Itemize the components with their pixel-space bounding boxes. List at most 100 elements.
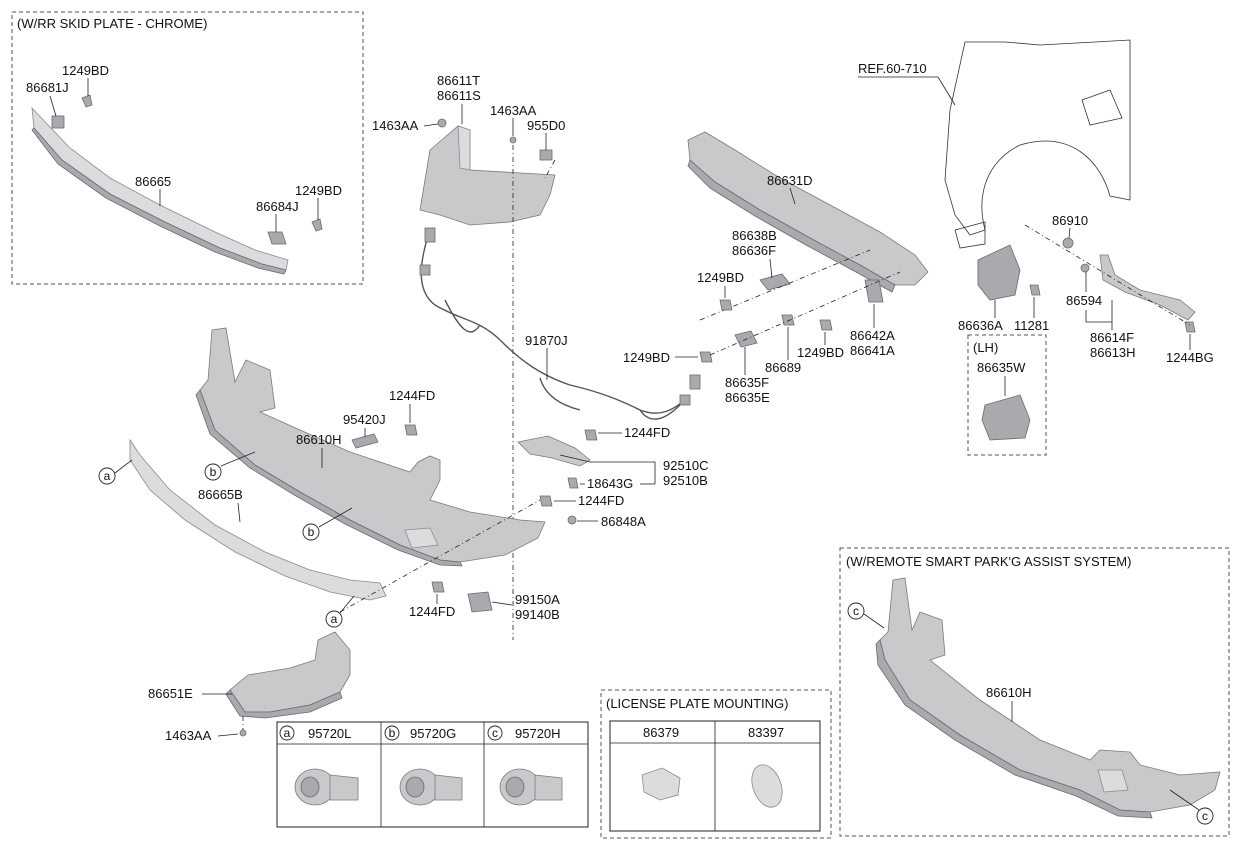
sensor-c-key: c <box>492 726 498 740</box>
label-1463aa-b: 1463AA <box>490 103 537 118</box>
sensor-b-key: b <box>389 726 396 740</box>
callout-c-top <box>847 602 865 620</box>
label-18643g: 18643G <box>587 476 633 491</box>
callout-a-bottom-text: a <box>331 612 338 626</box>
screw-1244bg <box>1184 321 1196 333</box>
license-col-1: 86379 <box>643 725 679 740</box>
skid-plate-86651e-edge <box>225 689 343 719</box>
clip-86910 <box>1062 237 1074 249</box>
label-1463aa-c: 1463AA <box>165 728 212 743</box>
rear-bumper-cover-86610h-alt <box>879 577 1221 813</box>
label-86689: 86689 <box>765 360 801 375</box>
clip-18643g <box>567 477 579 489</box>
label-92510c: 92510C <box>663 458 709 473</box>
side-garnish-flange <box>457 125 471 171</box>
label-86681j: 86681J <box>26 80 69 95</box>
label-1244bg: 1244BG <box>1166 350 1214 365</box>
label-86636a: 86636A <box>958 318 1003 333</box>
bracket-86635w <box>981 394 1031 441</box>
bracket-86642a <box>864 279 884 303</box>
label-1249bd-c: 1249BD <box>697 270 744 285</box>
sensor-bracket-99150a <box>467 591 493 613</box>
label-1249bd-b: 1249BD <box>295 183 342 198</box>
clip-1463aa-c <box>239 729 247 737</box>
label-86631d: 86631D <box>767 173 813 188</box>
label-86594: 86594 <box>1066 293 1102 308</box>
label-86635e: 86635E <box>725 390 770 405</box>
license-box-title: (LICENSE PLATE MOUNTING) <box>606 696 789 711</box>
label-86651e: 86651E <box>148 686 193 701</box>
screw-1249bd-b <box>311 218 323 232</box>
label-86610h-alt: 86610H <box>986 685 1032 700</box>
screw-1244fd-b <box>584 429 598 441</box>
label-1249bd-d: 1249BD <box>623 350 670 365</box>
callout-a-left-text: a <box>104 469 111 483</box>
body-panel-opening <box>1081 89 1123 126</box>
sensor-c-callout <box>487 725 503 741</box>
clip-955d0 <box>539 149 553 161</box>
sensor-a-key: a <box>284 726 291 740</box>
callout-c-bottom <box>1196 807 1214 825</box>
wiring-harness-91870j <box>420 229 691 420</box>
clip-86594 <box>1080 263 1090 273</box>
lh-box-title: (LH) <box>973 340 998 355</box>
callout-a-left <box>98 467 116 485</box>
clip-1463aa-b <box>509 136 517 144</box>
label-1249bd-a: 1249BD <box>62 63 109 78</box>
sensor-a-callout <box>279 725 295 741</box>
label-86642a: 86642A <box>850 328 895 343</box>
screw-1244fd-a <box>404 424 418 436</box>
body-panel-tab <box>954 221 986 249</box>
label-86665b: 86665B <box>198 487 243 502</box>
bracket-95420j <box>351 433 379 449</box>
callout-a-bottom <box>325 610 343 628</box>
label-11281: 11281 <box>1014 318 1049 333</box>
label-1244fd-a: 1244FD <box>389 388 435 403</box>
label-86684j: 86684J <box>256 199 299 214</box>
clip-86848a <box>567 515 577 525</box>
label-99140b: 99140B <box>515 607 560 622</box>
callout-b-top <box>204 463 222 481</box>
skid-plate-box-title: (W/RR SKID PLATE - CHROME) <box>17 16 207 31</box>
rear-bumper-reflector-opening <box>404 527 439 549</box>
bracket-86684j <box>267 231 287 245</box>
lh-box <box>967 334 1047 456</box>
callout-c-top-text: c <box>853 604 859 618</box>
screw-1249bd-c <box>719 299 733 311</box>
sensor-b-callout <box>384 725 400 741</box>
label-91870j: 91870J <box>525 333 568 348</box>
callout-b-bottom <box>302 523 320 541</box>
sensor-95720l <box>294 768 359 806</box>
rear-bumper-alt-lower-edge <box>875 639 1153 819</box>
label-86638b: 86638B <box>732 228 777 243</box>
label-86848a: 86848A <box>601 514 646 529</box>
sensor-95720h <box>499 768 563 806</box>
sensor-95720g <box>399 768 463 806</box>
screw-1249bd-a <box>81 94 93 108</box>
callout-c-bottom-text: c <box>1202 809 1208 823</box>
screw-1244fd-c <box>539 495 553 507</box>
label-92510b: 92510B <box>663 473 708 488</box>
side-molding-86614f <box>1099 254 1196 321</box>
bumper-beam-86631d <box>687 131 929 286</box>
chrome-skid-plate-edge <box>31 127 287 275</box>
pad-86379 <box>641 767 681 801</box>
harness-connector-4 <box>679 394 691 406</box>
bumper-lip-86665b <box>129 438 387 601</box>
label-86611t: 86611T <box>437 73 480 88</box>
side-garnish-86611t <box>419 125 556 226</box>
harness-connector-2 <box>419 264 431 276</box>
label-86610h-main: 86610H <box>296 432 342 447</box>
label-1244fd-c: 1244FD <box>578 493 624 508</box>
label-99150a: 99150A <box>515 592 560 607</box>
screw-1249bd-e <box>819 319 833 331</box>
rear-bumper-alt-opening <box>1097 769 1129 793</box>
label-1249bd-e: 1249BD <box>797 345 844 360</box>
label-955d0: 955D0 <box>527 118 565 133</box>
label-86611s: 86611S <box>437 88 481 103</box>
bumper-beam-lower <box>687 159 896 293</box>
label-95420j: 95420J <box>343 412 386 427</box>
screw-1244fd-d <box>431 581 445 593</box>
sensor-b-part: 95720G <box>410 726 456 741</box>
callout-b-top-text: b <box>210 465 217 479</box>
